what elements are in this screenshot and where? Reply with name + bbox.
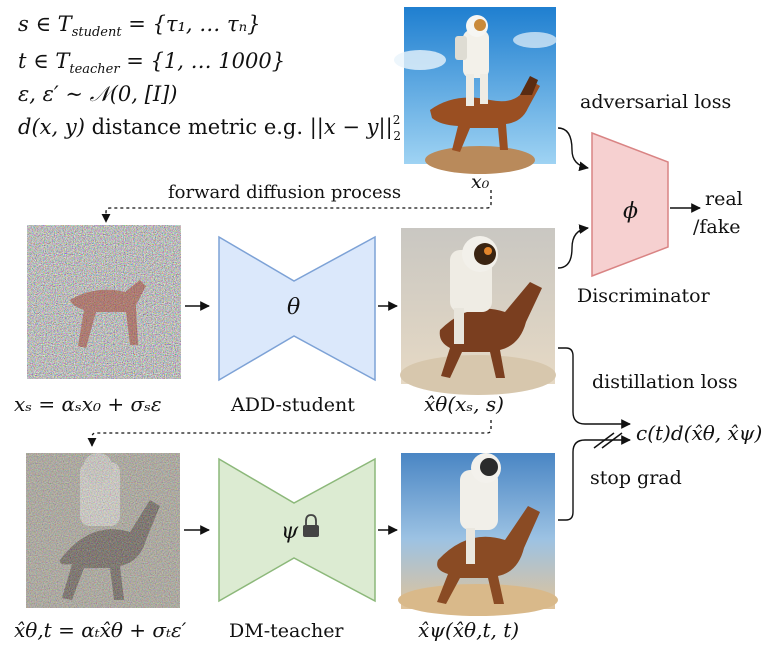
x0-label: x₀ [471,171,490,193]
stop-grad-label: stop grad [590,467,682,489]
distillation-loss-label: distillation loss [592,371,738,393]
xs-equation: xₛ = αₛx₀ + σₛε [14,392,162,416]
x0-image [394,7,557,174]
teacher-label: DM-teacher [229,620,344,642]
def-student-set: s ∈ Tstudent = {τ₁, … τₙ} [18,12,260,40]
student-label: ADD-student [230,394,355,416]
dm-teacher-block: ψ [218,457,376,603]
adversarial-loss-label: adversarial loss [580,91,731,113]
forward-diffusion-label: forward diffusion process [168,182,401,203]
student-output-label: x̂θ(xₛ, s) [424,392,504,416]
discriminator-block: ϕ [591,131,669,278]
teacher-output-label: x̂ψ(x̂θ,t, t) [418,618,519,642]
teacher-symbol: ψ [281,519,299,544]
student-to-loss-arrow [558,347,631,429]
stop-grad-mark-2 [601,432,623,449]
loss-expression: c(t)d(x̂θ, x̂ψ) [636,421,762,445]
definitions: s ∈ Tstudent = {τ₁, … τₙ} t ∈ Tteacher =… [18,12,401,143]
def-teacher-set: t ∈ Tteacher = {1, … 1000} [18,49,285,77]
lock-icon [303,514,319,537]
student-to-discriminator-arrow [557,224,589,269]
x0-to-discriminator-arrow [557,127,589,172]
renoised-equation: x̂θ,t = αₜx̂θ + σₜε′ [14,618,187,642]
forward-diffusion-arrow [101,190,492,223]
discriminator-symbol: ϕ [623,199,638,224]
student-symbol: θ [287,295,300,320]
xs-noisy-image [27,225,181,379]
fake-label: /fake [693,216,741,238]
stop-grad-mark-1 [593,432,615,449]
real-label: real [705,188,743,210]
student-output-image [400,228,556,395]
renoise-arrow [87,420,492,447]
def-noise: ε, ε′ ∼ 𝒩(0, [I]) [18,82,178,106]
add-student-block: θ [218,235,376,382]
discriminator-label: Discriminator [577,285,711,307]
teacher-to-loss-arrow [558,435,631,521]
renoised-image [26,453,180,608]
teacher-output-image [398,453,558,616]
